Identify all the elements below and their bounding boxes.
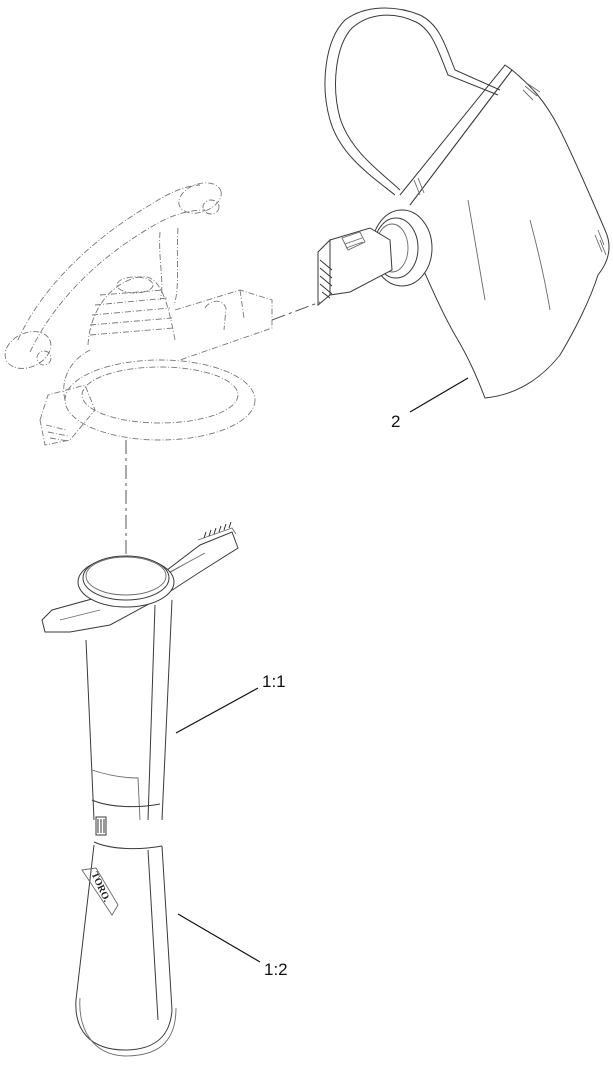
alignment-line-outlet — [271, 301, 321, 321]
leader-line-1-2 — [177, 913, 261, 963]
blower-housing — [4, 182, 273, 446]
callout-label-1-2: 1:2 — [264, 960, 288, 979]
collection-bag — [317, 7, 610, 399]
toro-logo: TORO. — [89, 870, 113, 904]
leader-line-1-1 — [175, 687, 259, 734]
leader-line-2 — [409, 377, 469, 413]
callout-label-1-1: 1:1 — [262, 672, 286, 691]
callout-label-2: 2 — [391, 412, 401, 431]
vacuum-tube: TORO. — [41, 521, 239, 1057]
